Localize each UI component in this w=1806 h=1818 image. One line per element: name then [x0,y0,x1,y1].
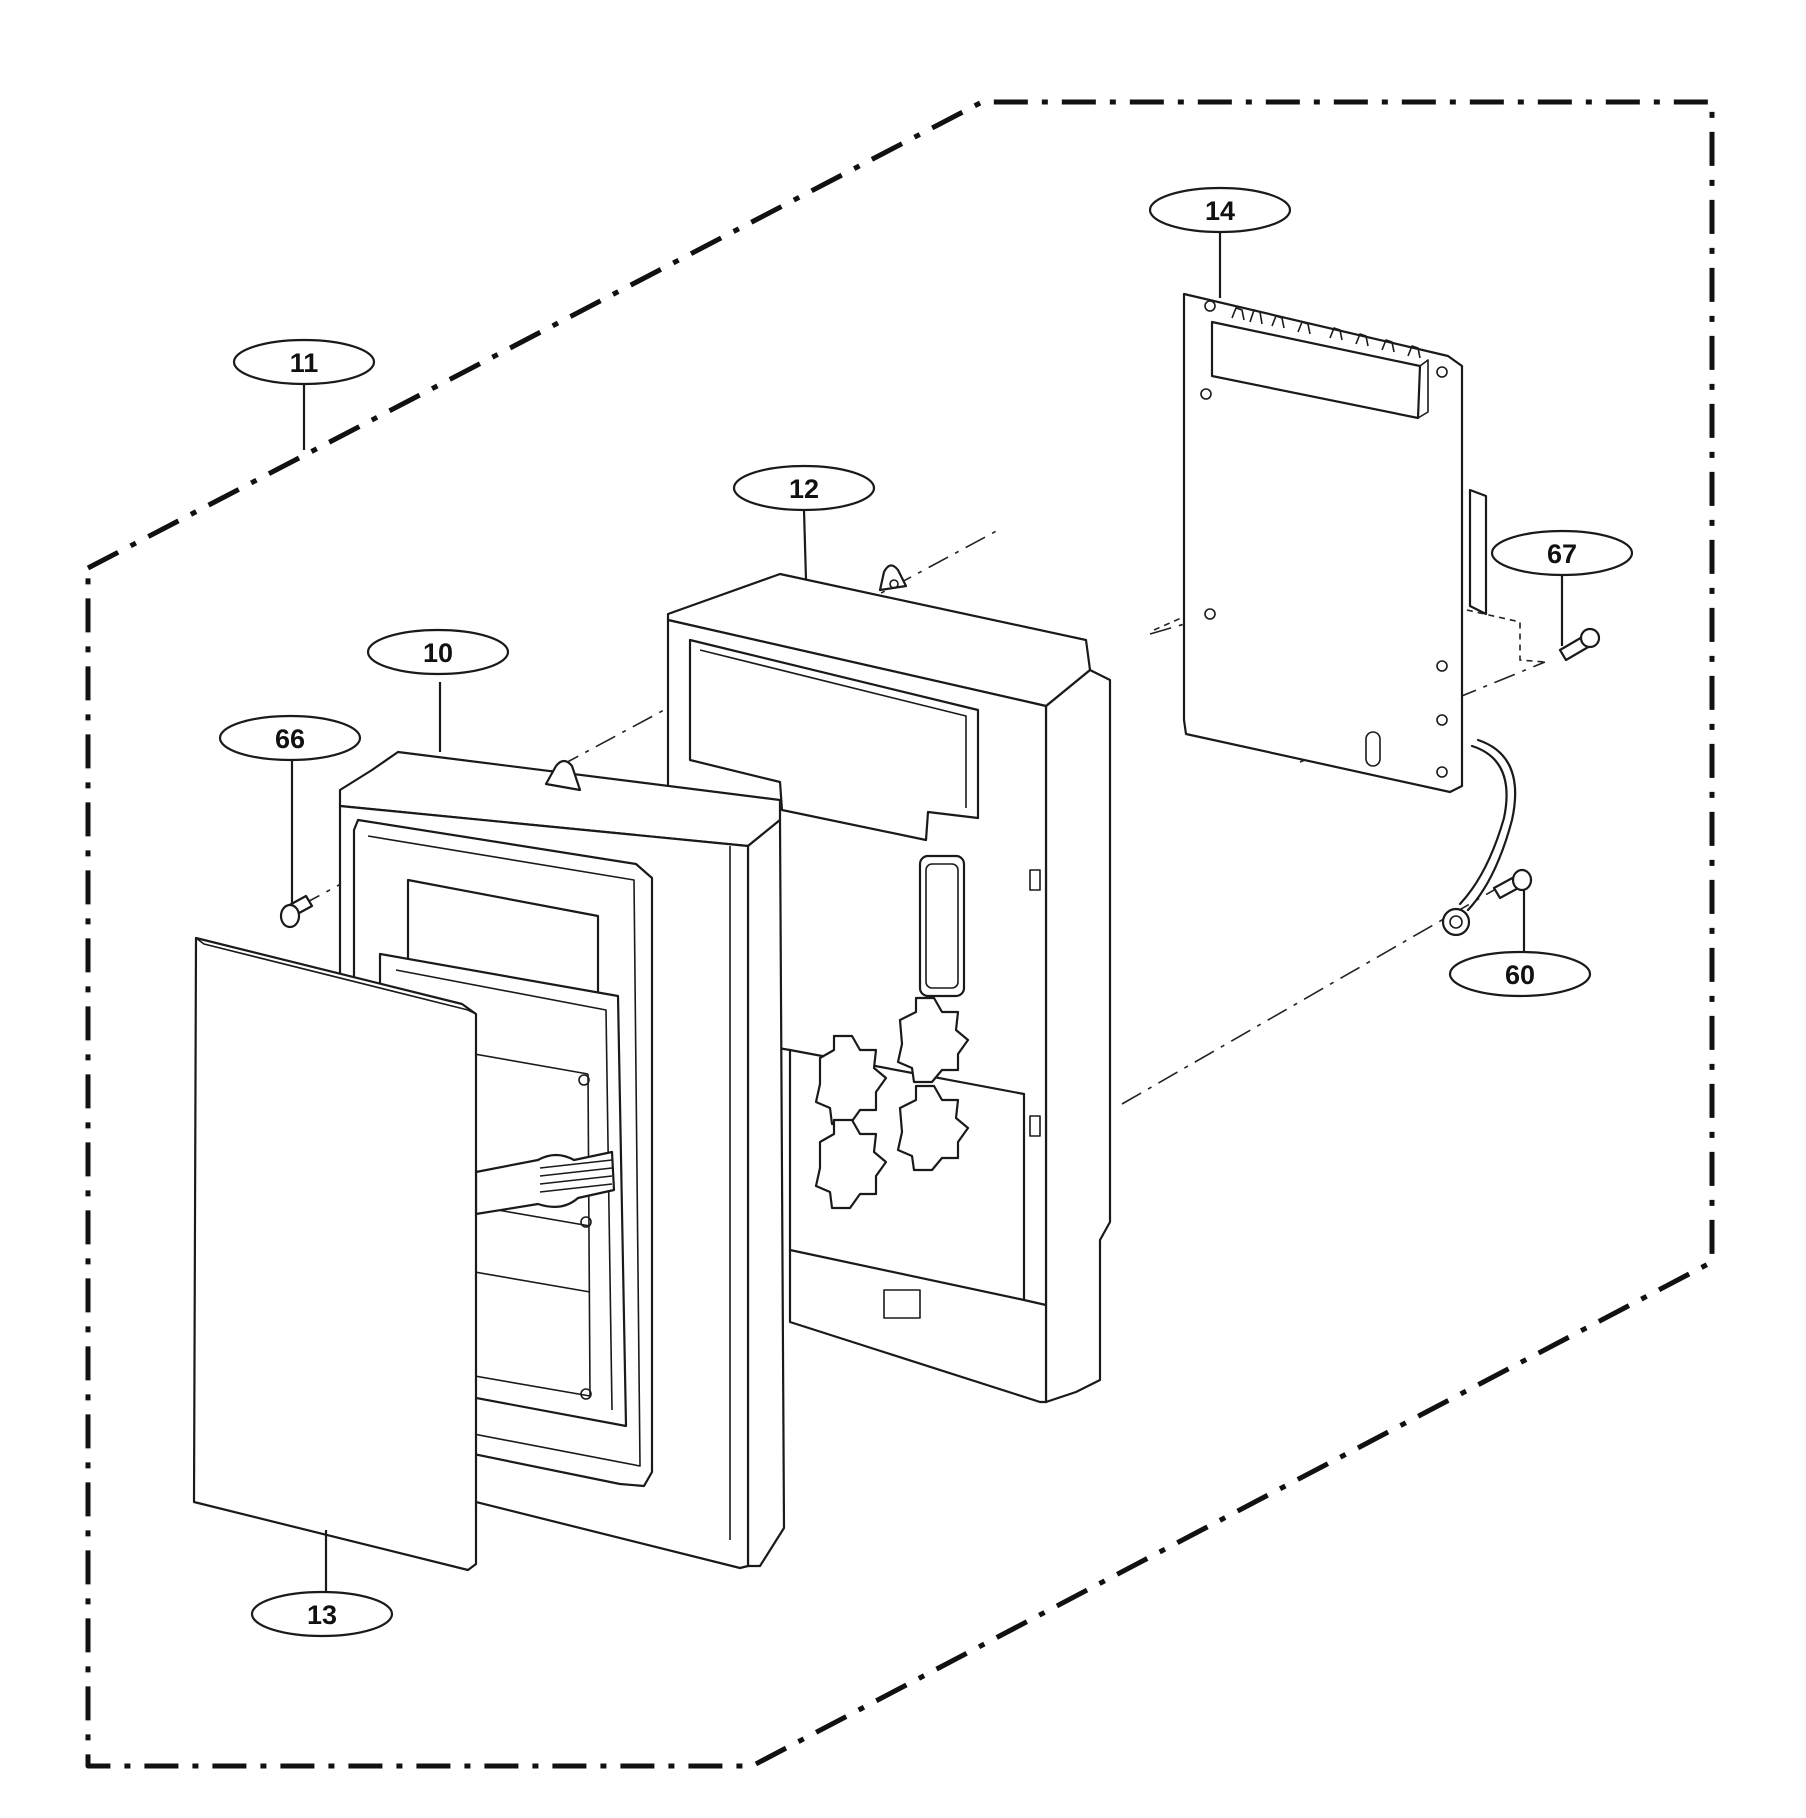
ground-wire [1441,738,1517,937]
leader-12 [802,509,808,581]
callout-label-60: 60 [1505,960,1535,990]
callout-label-11: 11 [290,348,319,378]
callout-13: 13 [250,1590,394,1638]
callout-leaders [290,232,1564,1592]
pcb-part-14 [1182,292,1488,794]
callout-12: 12 [732,464,876,512]
callout-label-12: 12 [789,474,819,504]
callout-10: 10 [366,628,510,676]
callout-label-13: 13 [307,1600,337,1630]
callout-label-66: 66 [275,724,305,754]
callout-60: 60 [1448,950,1592,998]
callout-label-10: 10 [423,638,453,668]
callout-label-14: 14 [1205,196,1235,226]
callout-11: 11 [232,338,376,386]
screw-part-60 [1492,868,1533,900]
ground-60-axis-line [1121,881,1509,1105]
cover-sheet-part-13 [192,936,478,1572]
callout-67: 67 [1490,529,1634,577]
callout-14: 14 [1148,186,1292,234]
screw-part-66 [279,894,314,929]
callout-66: 66 [218,714,362,762]
screw-part-67 [1558,627,1601,662]
assembly-boundary-outline [85,99,1715,1769]
callout-label-67: 67 [1547,539,1577,569]
